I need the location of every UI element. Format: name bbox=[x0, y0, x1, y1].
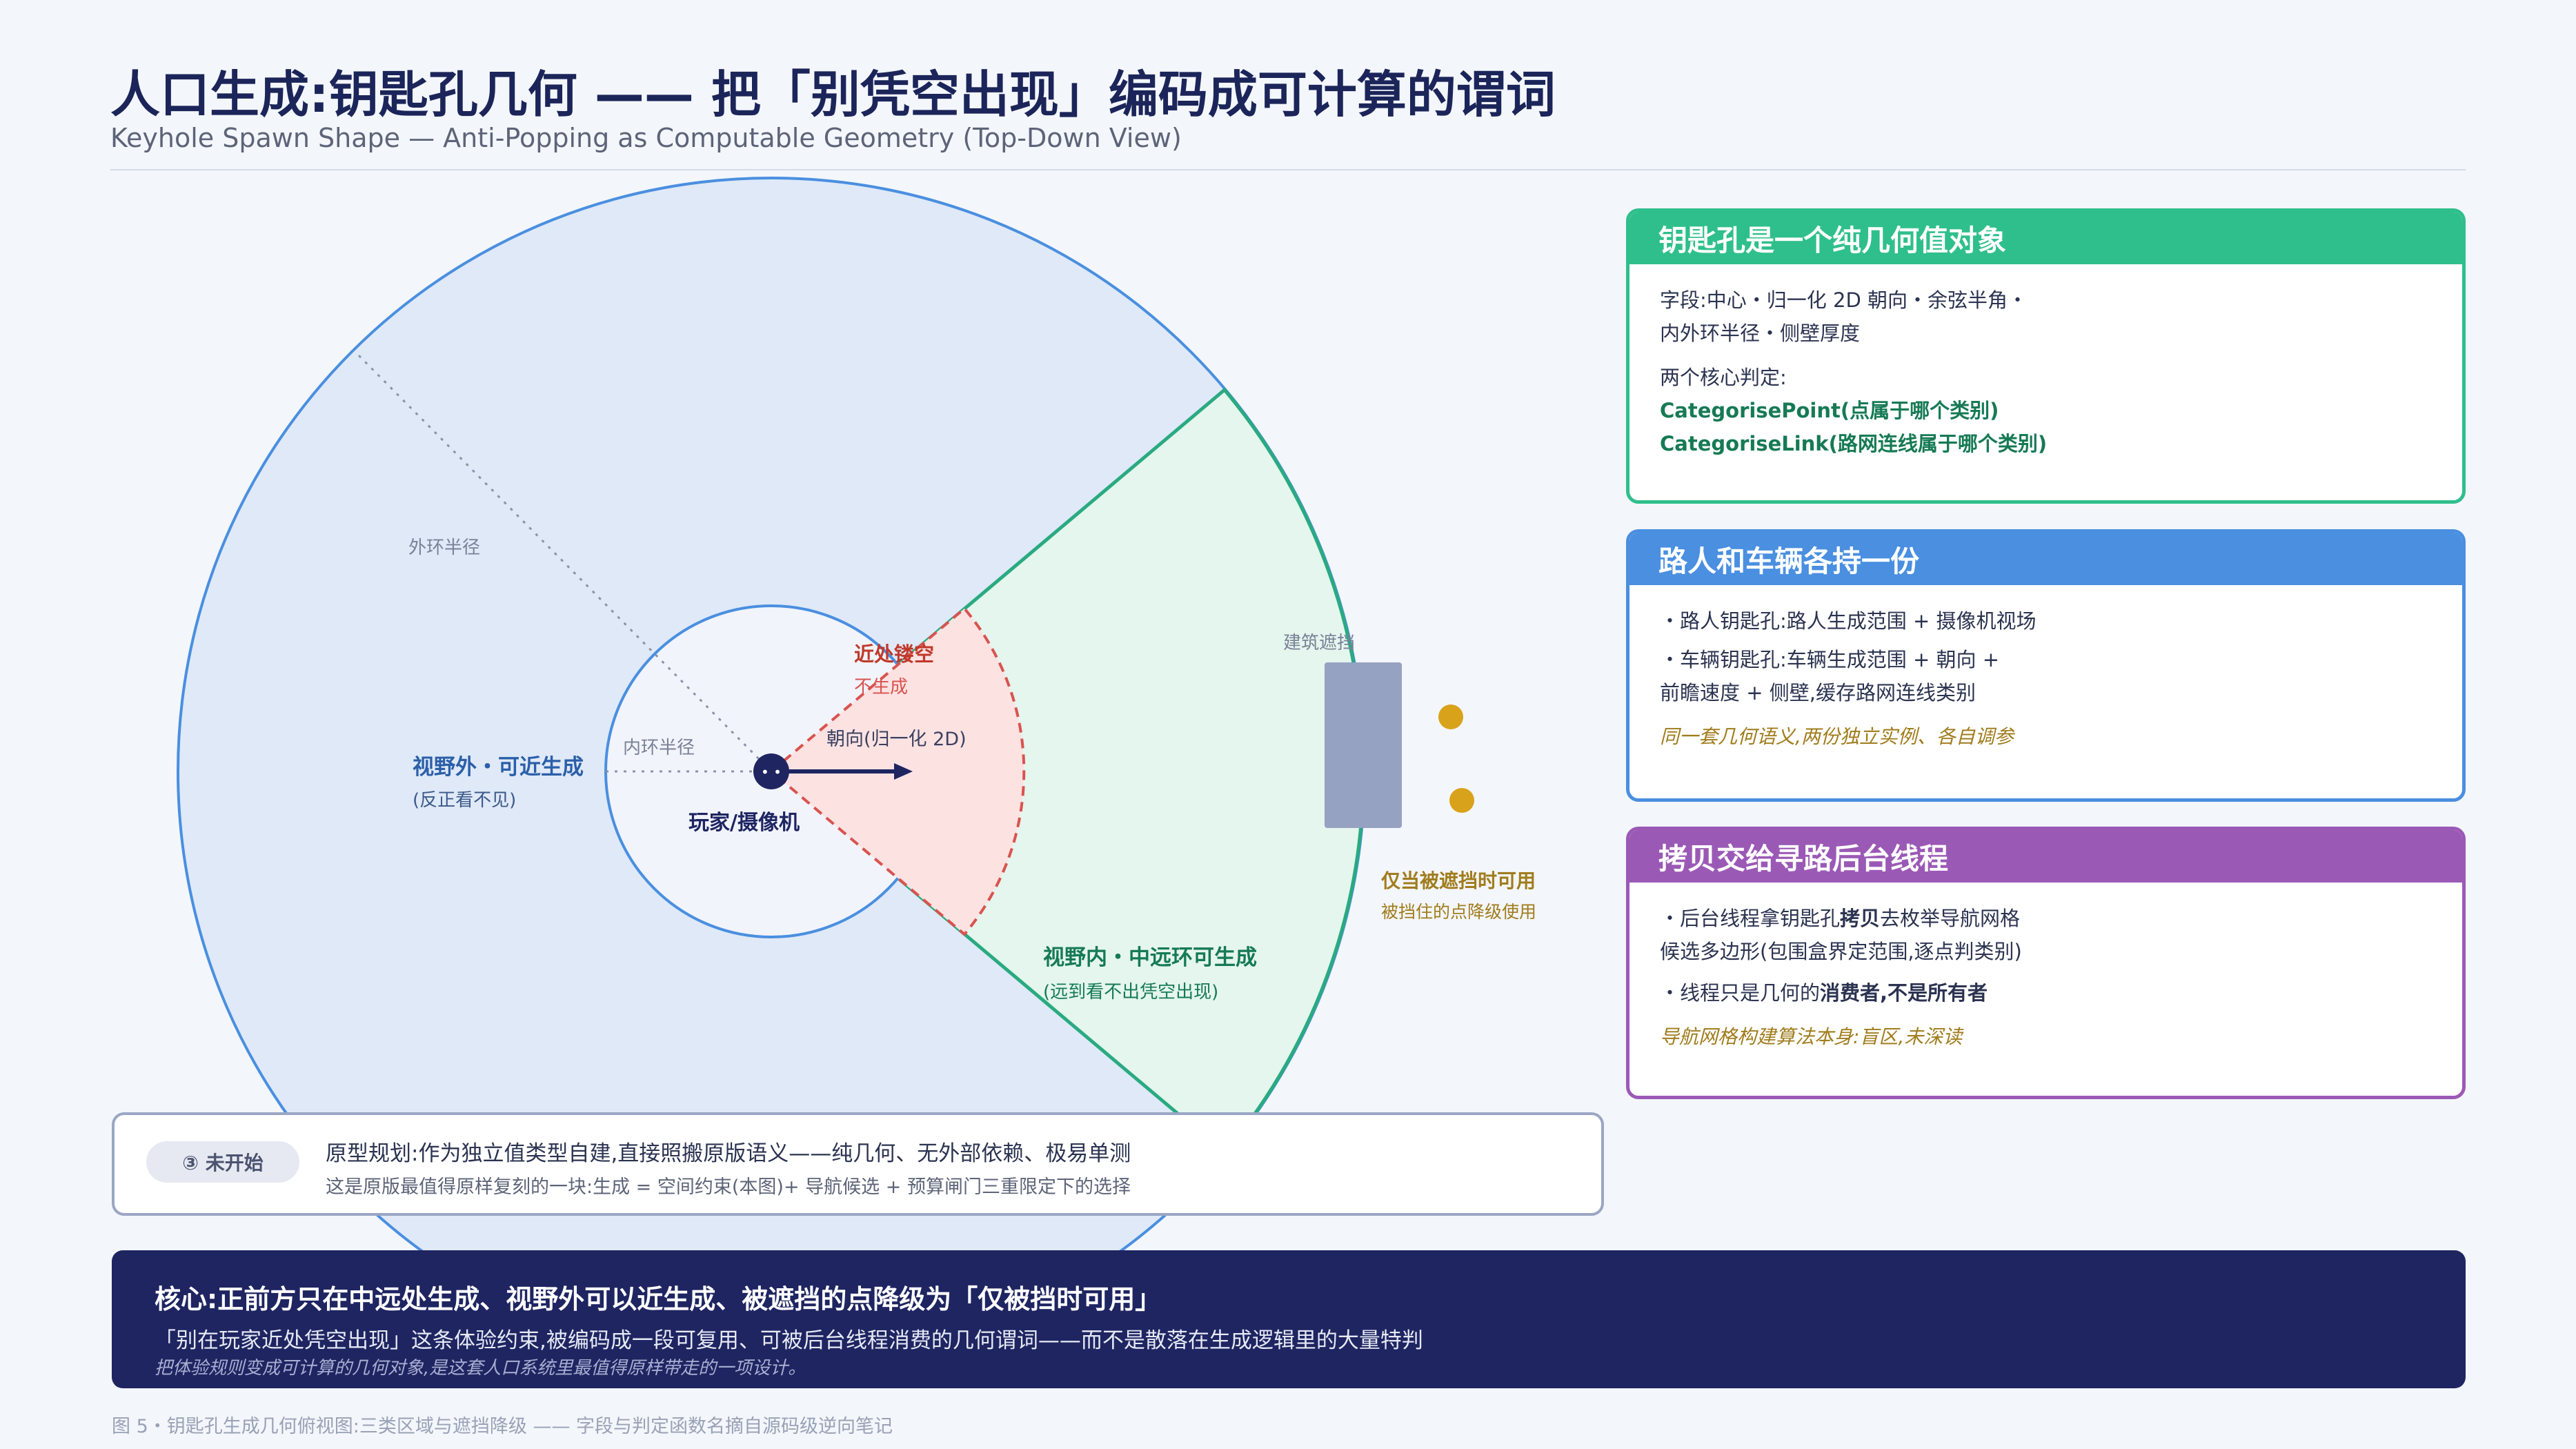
card-line: 两个核心判定: bbox=[1660, 366, 1787, 389]
categorise-link-fn: CategoriseLink(路网连线属于哪个类别) bbox=[1660, 432, 2048, 455]
player-label: 玩家/摄像机 bbox=[688, 811, 800, 835]
card-text: ・后台线程拿钥匙孔 bbox=[1660, 907, 1841, 930]
card-keyhole-value-object: 钥匙孔是一个纯几何值对象 字段:中心・归一化 2D 朝向・余弦半角・ 内外环半径… bbox=[1626, 208, 2466, 504]
card-line: ・后台线程拿钥匙孔拷贝去枚举导航网格 bbox=[1660, 902, 2432, 935]
core-summary-banner: 核心:正前方只在中远处生成、视野外可以近生成、被遮挡的点降级为「仅被挡时可用」 … bbox=[112, 1250, 2466, 1388]
status-box: ③ 未开始 原型规划:作为独立值类型自建,直接照搬原版语义——纯几何、无外部依赖… bbox=[112, 1112, 1604, 1216]
categorise-point-fn: CategorisePoint(点属于哪个类别) bbox=[1660, 399, 1999, 422]
direction-label: 朝向(归一化 2D) bbox=[826, 729, 967, 750]
core-heading: 核心:正前方只在中远处生成、视野外可以近生成、被遮挡的点降级为「仅被挡时可用」 bbox=[155, 1284, 1162, 1314]
card-note: 导航网格构建算法本身:盲区,未深读 bbox=[1660, 1025, 1963, 1048]
page-title: 人口生成:钥匙孔几何 —— 把「别凭空出现」编码成可计算的谓词 bbox=[110, 66, 1556, 124]
card-line: 内外环半径・侧壁厚度 bbox=[1660, 322, 1861, 345]
inner-radius-label: 内环半径 bbox=[623, 738, 695, 758]
card-line: 前瞻速度 + 侧壁,缓存路网连线类别 bbox=[1660, 681, 1976, 704]
near-hollow-sub: 不生成 bbox=[854, 677, 908, 698]
card-bold: 消费者,不是所有者 bbox=[1820, 981, 1988, 1005]
card-title: 拷贝交给寻路后台线程 bbox=[1629, 830, 2462, 883]
near-hollow-label: 近处镂空 bbox=[854, 642, 934, 666]
figure-caption: 图 5・钥匙孔生成几何俯视图:三类区域与遮挡降级 —— 字段与判定函数名摘自源码… bbox=[112, 1416, 893, 1437]
player-center-mark: • • bbox=[761, 764, 782, 780]
building-label: 建筑遮挡 bbox=[1283, 633, 1355, 653]
outside-view-sub: (反正看不见) bbox=[413, 790, 516, 811]
building-occluder bbox=[1325, 662, 1402, 828]
page-subtitle: Keyhole Spawn Shape — Anti-Popping as Co… bbox=[110, 123, 1182, 153]
card-pedestrian-vehicle: 路人和车辆各持一份 ・路人钥匙孔:路人生成范围 + 摄像机视场 ・车辆钥匙孔:车… bbox=[1626, 529, 2466, 802]
status-line-1: 原型规划:作为独立值类型自建,直接照搬原版语义——纯几何、无外部依赖、极易单测 bbox=[326, 1141, 1131, 1166]
card-title: 路人和车辆各持一份 bbox=[1629, 533, 2462, 585]
title-divider bbox=[110, 169, 2466, 170]
direction-arrowhead bbox=[894, 763, 913, 780]
occluded-sub: 被挡住的点降级使用 bbox=[1381, 902, 1536, 922]
core-line-2: 把体验规则变成可计算的几何对象,是这套人口系统里最值得原样带走的一项设计。 bbox=[155, 1358, 806, 1379]
card-line: ・车辆钥匙孔:车辆生成范围 + 朝向 + bbox=[1660, 648, 2000, 671]
card-title: 钥匙孔是一个纯几何值对象 bbox=[1629, 212, 2462, 264]
outer-radius-label: 外环半径 bbox=[408, 538, 480, 558]
status-line-2: 这是原版最值得原样复刻的一块:生成 = 空间约束(本图)+ 导航候选 + 预算闸… bbox=[326, 1176, 1131, 1198]
player-marker bbox=[753, 753, 789, 789]
inside-view-label: 视野内・中远环可生成 bbox=[1043, 945, 1257, 970]
card-line: ・线程只是几何的消费者,不是所有者 bbox=[1660, 976, 2432, 1009]
outside-view-label: 视野外・可近生成 bbox=[413, 755, 584, 780]
card-text: 去枚举导航网格 bbox=[1880, 907, 2021, 930]
occluded-label: 仅当被遮挡时可用 bbox=[1381, 869, 1536, 892]
core-line-1: 「别在玩家近处凭空出现」这条体验约束,被编码成一段可复用、可被后台线程消费的几何… bbox=[155, 1328, 1423, 1353]
occluded-point-2 bbox=[1449, 788, 1474, 813]
card-line: ・路人钥匙孔:路人生成范围 + 摄像机视场 bbox=[1660, 609, 2037, 633]
status-badge: ③ 未开始 bbox=[146, 1141, 299, 1183]
card-line: 候选多边形(包围盒界定范围,逐点判类别) bbox=[1660, 940, 2022, 963]
card-line: 字段:中心・归一化 2D 朝向・余弦半角・ bbox=[1660, 288, 2028, 312]
card-text: ・线程只是几何的 bbox=[1660, 981, 1821, 1005]
occluded-point-1 bbox=[1438, 704, 1463, 729]
card-bold: 拷贝 bbox=[1840, 907, 1881, 930]
inside-view-sub: (远到看不出凭空出现) bbox=[1043, 982, 1218, 1003]
card-background-thread: 拷贝交给寻路后台线程 ・后台线程拿钥匙孔拷贝去枚举导航网格 候选多边形(包围盒界… bbox=[1626, 827, 2466, 1099]
card-note: 同一套几何语义,两份独立实例、各自调参 bbox=[1660, 725, 2014, 748]
